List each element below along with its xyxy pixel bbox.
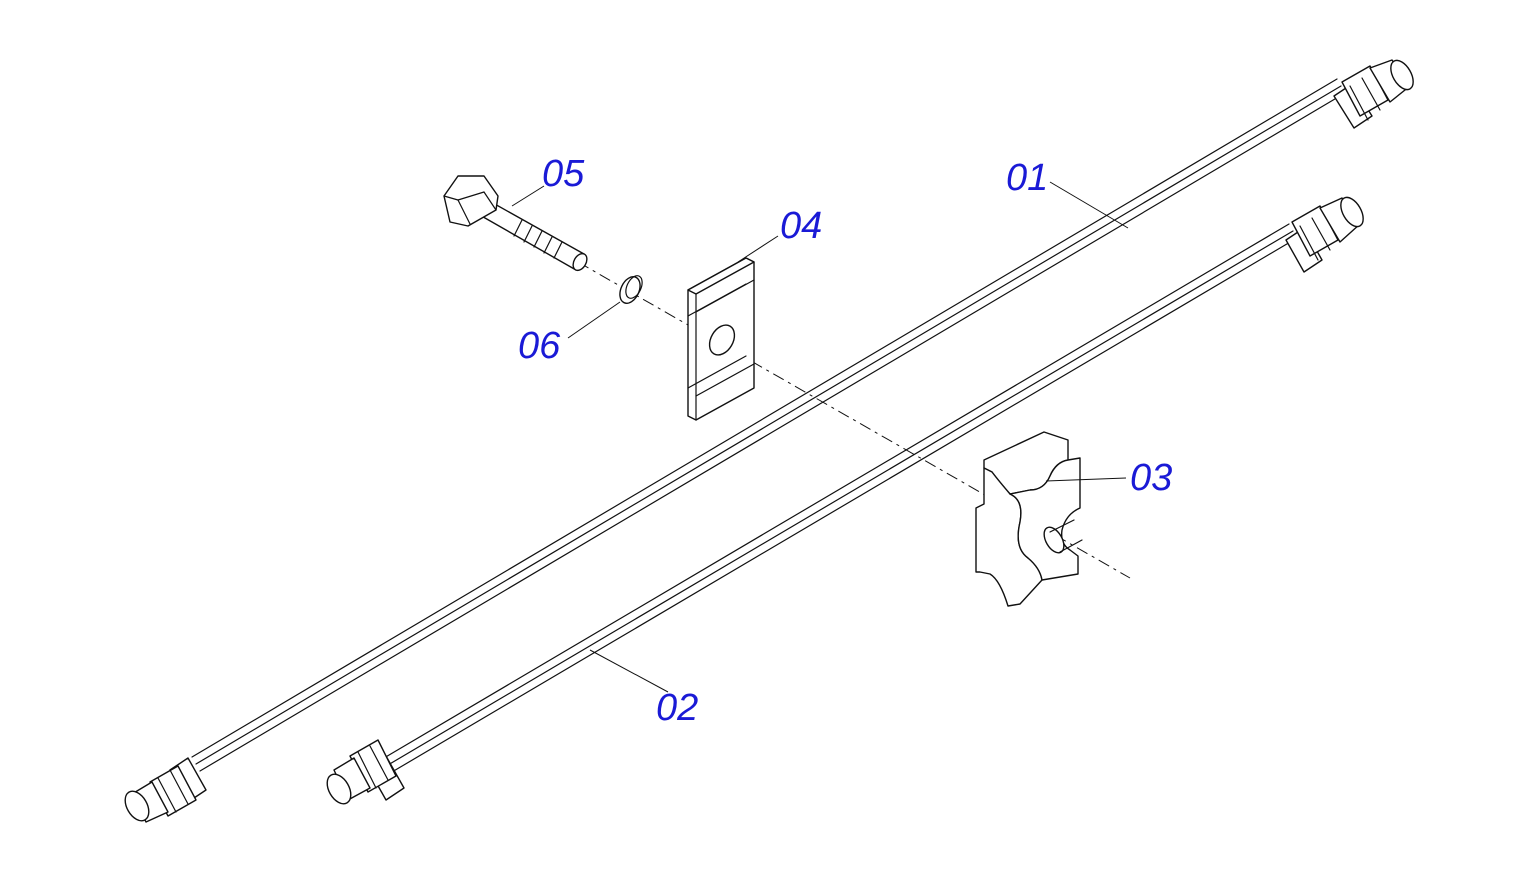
pipe-02-bottom-fitting xyxy=(326,739,405,805)
pipe-01 xyxy=(124,59,1414,823)
leader-02 xyxy=(589,649,669,693)
callout-04: 04 xyxy=(780,205,822,247)
hex-bolt-05 xyxy=(443,175,588,272)
plate-04 xyxy=(687,235,779,421)
leader-06 xyxy=(567,301,621,339)
leader-04 xyxy=(737,235,779,263)
callout-01: 01 xyxy=(1006,157,1048,199)
pipe-01-top-fitting xyxy=(1333,59,1414,129)
leader-03 xyxy=(1045,477,1127,482)
callout-02: 02 xyxy=(656,687,698,729)
callout-03: 03 xyxy=(1130,457,1172,499)
leader-01 xyxy=(1049,181,1129,229)
clamp-block-03 xyxy=(975,431,1127,607)
callout-05: 05 xyxy=(542,153,585,195)
leader-05 xyxy=(511,185,545,207)
callout-06: 06 xyxy=(518,325,561,367)
pipe-02-top-fitting xyxy=(1285,196,1364,273)
pipe-01-bottom-fitting xyxy=(124,757,207,823)
spring-washer-06 xyxy=(567,275,643,339)
pipe-02 xyxy=(326,196,1364,805)
